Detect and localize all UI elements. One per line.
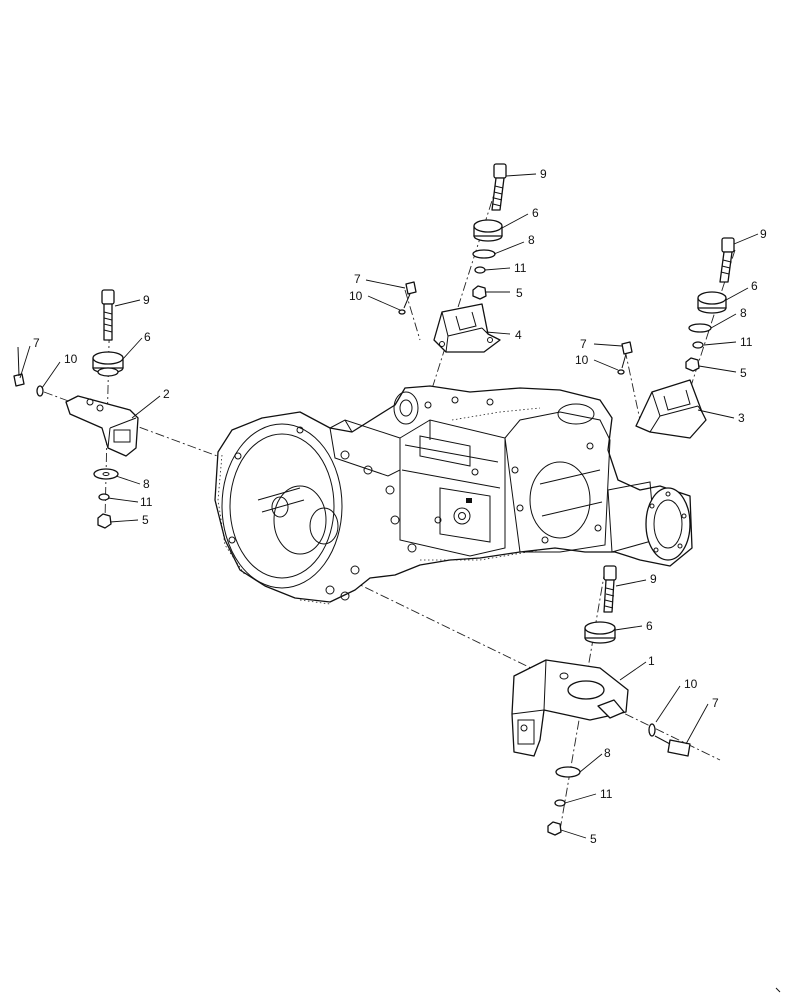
- callout-5-right: 5: [740, 366, 747, 380]
- callout-11-bottom: 11: [600, 787, 613, 801]
- transmission-housing: [214, 385, 693, 605]
- bracket-3-right: [635, 379, 707, 439]
- bracket-2-left: [65, 395, 139, 457]
- callout-6-left: 6: [144, 330, 151, 344]
- callout-2: 2: [163, 387, 170, 401]
- callout-9-bottom: 9: [650, 572, 657, 586]
- callout-5-bottom: 5: [590, 832, 597, 846]
- callout-6-right: 6: [751, 279, 758, 293]
- callout-5-left: 5: [142, 513, 149, 527]
- callout-8-left: 8: [143, 477, 150, 491]
- callout-9-right: 9: [760, 227, 767, 241]
- callout-3: 3: [738, 411, 745, 425]
- housing-bolts: [228, 396, 602, 601]
- callout-8-bottom: 8: [604, 746, 611, 760]
- right-mount-hardware: [617, 237, 735, 375]
- bracket-1-bottom: [511, 659, 629, 757]
- callout-10-bottom: 10: [684, 677, 698, 691]
- left-mount-hardware: [13, 289, 124, 529]
- callout-10-left: 10: [64, 352, 78, 366]
- corner-mark: [775, 987, 781, 993]
- callout-10-top: 10: [349, 289, 363, 303]
- callout-9-top: 9: [540, 167, 547, 181]
- callout-5-top: 5: [516, 286, 523, 300]
- callout-7-right: 7: [580, 337, 587, 351]
- bottom-mount-hardware: [547, 565, 691, 836]
- callout-6-top: 6: [532, 206, 539, 220]
- leader-lines: [19, 173, 759, 839]
- callouts: 9 6 2 8 11 5 7 10 9 6 8 11 5 4 7 10 9 6 …: [33, 167, 767, 846]
- top-mount-hardware: [398, 163, 507, 315]
- callout-8-top: 8: [528, 233, 535, 247]
- bracket-4-top: [433, 303, 501, 353]
- callout-9-left: 9: [143, 293, 150, 307]
- callout-7-left: 7: [33, 336, 40, 350]
- callout-11-top: 11: [514, 261, 527, 275]
- callout-11-left: 11: [140, 495, 153, 509]
- callout-4: 4: [515, 328, 522, 342]
- callout-1: 1: [648, 654, 655, 668]
- callout-11-right: 11: [740, 335, 753, 349]
- callout-7-top: 7: [354, 272, 361, 286]
- callout-6-bottom: 6: [646, 619, 653, 633]
- callout-7-bottom: 7: [712, 696, 719, 710]
- callout-8-right: 8: [740, 306, 747, 320]
- callout-10-right: 10: [575, 353, 589, 367]
